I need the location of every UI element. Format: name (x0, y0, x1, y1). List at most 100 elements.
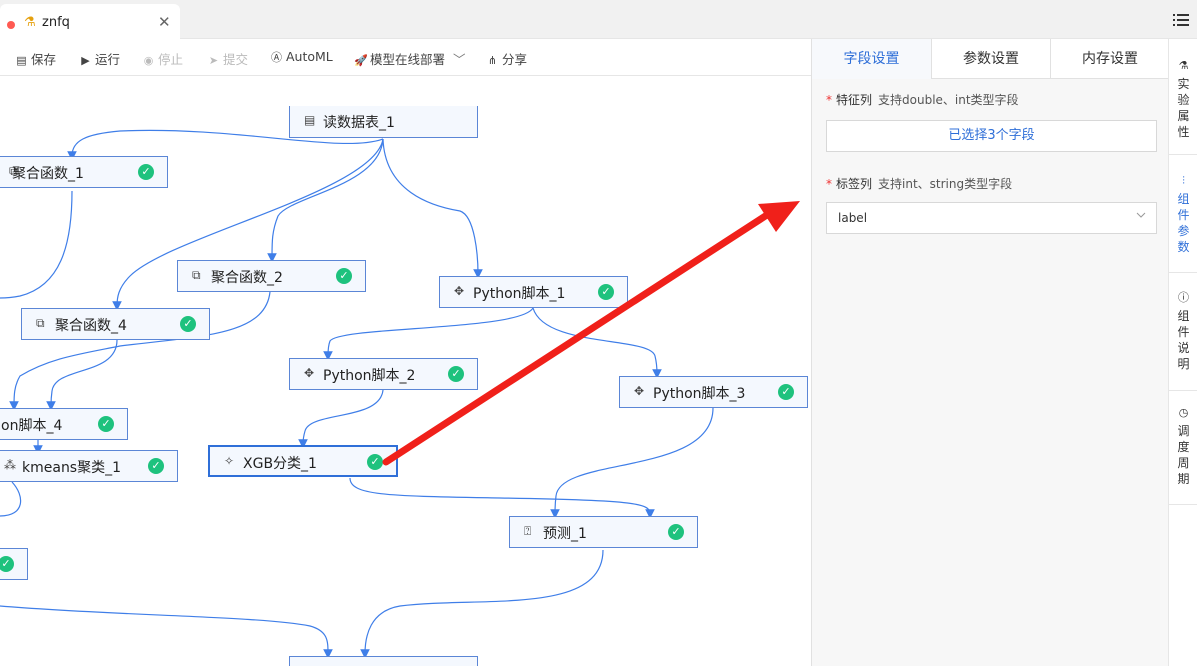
recording-dot (7, 21, 15, 29)
run-label: 运行 (95, 52, 121, 67)
edge (0, 605, 333, 659)
flask-icon: ⚗ (1178, 59, 1189, 72)
feature-label-text: 特征列 (836, 93, 873, 107)
run-button[interactable]: ▶ 运行 (79, 49, 120, 68)
copy-icon: ⧉ (36, 316, 45, 330)
tab-title: znfq (42, 15, 70, 30)
info-icon: ⓘ (1178, 291, 1189, 304)
feature-hint: 支持double、int类型字段 (878, 93, 1019, 107)
success-check-icon: ✓ (98, 416, 114, 432)
share-button[interactable]: ⋔ 分享 (486, 49, 527, 68)
flask-icon: ⚗ (24, 15, 36, 30)
send-icon: ➤ (208, 54, 219, 67)
node-predict[interactable]: ⍰ 预测_1 ✓ (509, 516, 698, 548)
window-tab-bar: ⚗ znfq ✕ (0, 0, 1197, 40)
rail-schedule[interactable]: ◷ 调度周期 (1169, 391, 1197, 505)
required-mark: * (826, 177, 832, 191)
node-label: kmeans聚类_1 (22, 460, 122, 476)
rocket-icon: 🚀 (354, 54, 368, 67)
node-agg-2[interactable]: ⧉ 聚合函数_2 ✓ (177, 260, 366, 292)
node-label: 聚合函数_4 (55, 318, 127, 334)
node-label: 预测_1 (543, 526, 587, 542)
tab-memory-settings[interactable]: 内存设置 (1082, 51, 1138, 67)
node-kmeans[interactable]: ⁂ kmeans聚类_1 ✓ (0, 450, 178, 482)
edge (349, 477, 655, 519)
play-icon: ▶ (81, 54, 90, 67)
tab-field-settings[interactable]: 字段设置 (812, 39, 932, 79)
feature-select-button[interactable]: 已选择3个字段 (826, 120, 1157, 152)
menu-icon[interactable] (1173, 12, 1191, 28)
share-icon: ⋔ (487, 54, 498, 67)
target-select[interactable]: label (826, 202, 1157, 234)
settings-panel: 字段设置 参数设置 内存设置 * 特征列支持double、int类型字段 已选择3… (811, 39, 1169, 666)
save-icon: ▤ (16, 54, 27, 67)
success-check-icon: ✓ (668, 524, 684, 540)
rail-component-params[interactable]: ⫶ 组件参数 (1169, 155, 1197, 273)
target-label: * 标签列支持int、string类型字段 (826, 175, 1012, 192)
success-check-icon: ✓ (0, 556, 14, 572)
node-bottom[interactable] (289, 656, 478, 666)
required-mark: * (826, 93, 832, 107)
edge (0, 481, 22, 517)
right-rail: ⚗ 实验属性 ⫶ 组件参数 ⓘ 组件说明 ◷ 调度周期 (1168, 39, 1197, 666)
success-check-icon: ✓ (778, 384, 794, 400)
node-label: 聚合函数_2 (211, 270, 283, 286)
tab-param-settings[interactable]: 参数设置 (932, 39, 1051, 79)
success-check-icon: ✓ (598, 284, 614, 300)
node-read-table[interactable]: ▤ 读数据表_1 (289, 106, 478, 138)
success-check-icon: ✓ (138, 164, 154, 180)
node-xgb[interactable]: ✧ XGB分类_1 ✓ (208, 445, 398, 477)
edge (298, 389, 384, 449)
rail-experiment-props[interactable]: ⚗ 实验属性 (1169, 39, 1197, 155)
panel-tabs: 字段设置 参数设置 内存设置 (812, 39, 1169, 79)
target-hint: 支持int、string类型字段 (878, 177, 1013, 191)
toolbar: ▤ 保存 ▶ 运行 ◉停止 ➤ 提交 Ⓐ AutoML 🚀模型在线部署﹀ ⋔ 分享 (0, 39, 811, 76)
node-python-3[interactable]: ✥ Python脚本_3 ✓ (619, 376, 808, 408)
success-check-icon: ✓ (180, 316, 196, 332)
rail-label: 组件参数 (1177, 192, 1190, 254)
node-agg-4[interactable]: ⧉ 聚合函数_4 ✓ (21, 308, 210, 340)
copy-icon: ⧉ (192, 268, 201, 282)
table-icon: ▤ (304, 113, 316, 127)
edge (382, 138, 483, 279)
node-python-1[interactable]: ✥ Python脚本_1 ✓ (439, 276, 628, 308)
edge (532, 307, 662, 379)
success-check-icon: ✓ (367, 454, 383, 470)
share-label: 分享 (502, 52, 528, 67)
save-label: 保存 (31, 52, 57, 67)
clock-icon: ◷ (1178, 406, 1189, 419)
node-python-2[interactable]: ✥ Python脚本_2 ✓ (289, 358, 478, 390)
node-label: Python脚本_2 (323, 368, 416, 384)
edge (46, 339, 118, 411)
submit-button[interactable]: ➤ 提交 (207, 49, 248, 68)
predict-icon: ⍰ (524, 524, 532, 538)
edge (0, 190, 73, 299)
node-partial[interactable]: ✓ (0, 548, 28, 580)
tab-znfq[interactable]: ⚗ znfq ✕ (0, 4, 180, 40)
node-python-4[interactable]: on脚本_4 ✓ (0, 408, 128, 440)
node-agg-1[interactable]: ⧉ 聚合函数_1 ✓ (0, 156, 168, 188)
stop-label: 停止 (158, 52, 184, 67)
automl-button[interactable]: Ⓐ AutoML (270, 49, 333, 65)
node-label: Python脚本_3 (653, 386, 746, 402)
edge (323, 307, 534, 361)
automl-icon: Ⓐ (271, 51, 282, 64)
model-icon: ✧ (224, 454, 235, 468)
stop-button[interactable]: ◉停止 (142, 49, 183, 68)
workflow-canvas[interactable]: ▤ 读数据表_1 ⧉ 聚合函数_1 ✓ ⧉ 聚合函数_2 ✓ ⧉ 聚合函数_4 … (0, 76, 811, 666)
automl-label: AutoML (286, 49, 333, 64)
chevron-down-icon: ﹀ (453, 52, 466, 67)
rail-label: 组件说明 (1177, 309, 1190, 371)
node-label: on脚本_4 (1, 418, 63, 434)
deploy-dropdown[interactable]: 🚀模型在线部署﹀ (354, 49, 466, 68)
success-check-icon: ✓ (148, 458, 164, 474)
save-button[interactable]: ▤ 保存 (15, 49, 56, 68)
close-icon[interactable]: ✕ (158, 13, 171, 31)
node-label: 读数据表_1 (323, 115, 395, 131)
target-label-text: 标签列 (836, 177, 873, 191)
rail-component-docs[interactable]: ⓘ 组件说明 (1169, 273, 1197, 391)
node-label: 聚合函数_1 (12, 166, 84, 182)
edge (9, 291, 271, 411)
edge (112, 138, 384, 311)
submit-label: 提交 (223, 52, 249, 67)
